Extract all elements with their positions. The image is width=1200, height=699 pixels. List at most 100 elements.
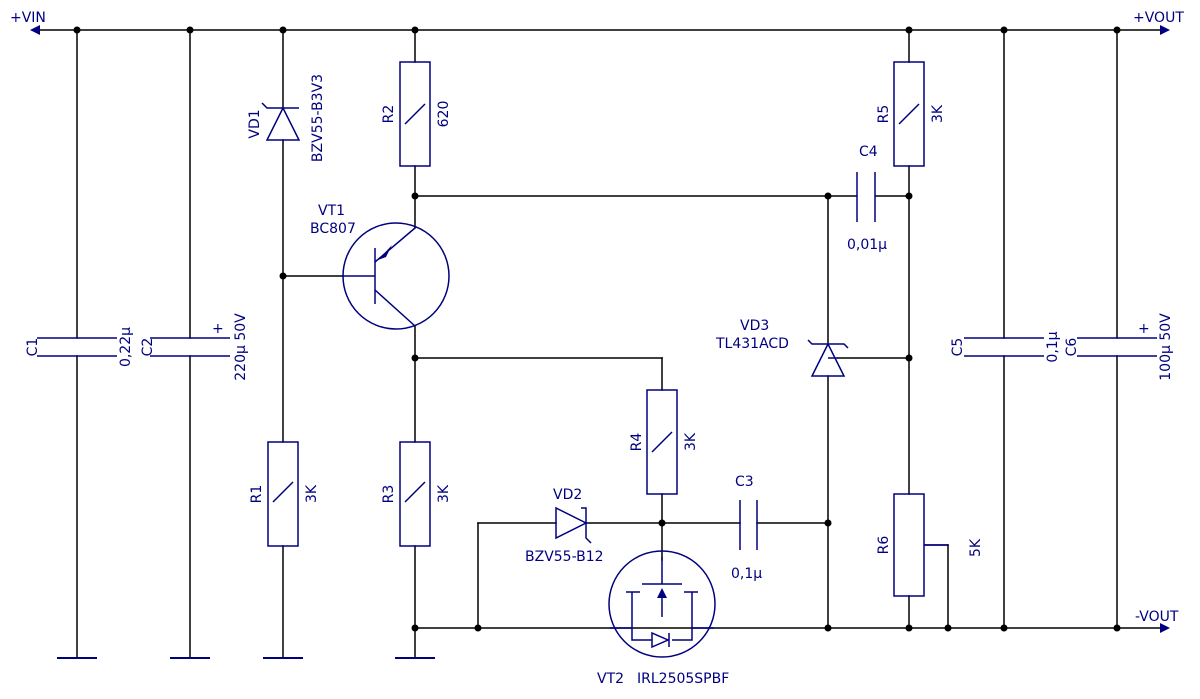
shunt-regulator-vd3: VD3 TL431ACD [715, 318, 849, 377]
resistor-slash-icon [272, 481, 294, 503]
r6-ref: R6 [876, 536, 892, 555]
resistor-r3: R3 3K [381, 441, 452, 547]
zener-bar-icon [261, 102, 299, 109]
junction-dot [411, 624, 419, 632]
zener-vd1: VD1 BZV55-B3V3 [247, 74, 326, 162]
zener-vd2: VD2 BZV55-B12 [525, 487, 604, 565]
capacitor-c1: C1 0,22µ [25, 327, 134, 367]
c3-value: 0,1µ [731, 566, 762, 582]
mosfet-vt2: VT2 IRL2505SPBF [597, 550, 729, 687]
vd1-ref: VD1 [247, 109, 263, 138]
drain-lead [672, 618, 693, 641]
junction-dot [474, 624, 482, 632]
collector-lead [374, 289, 416, 327]
junction-dot [1113, 624, 1121, 632]
vd2-value: BZV55-B12 [525, 549, 604, 565]
vin-port-arrow [30, 25, 40, 35]
c5-value: 0,1µ [1045, 331, 1061, 362]
diode-triangle-icon [555, 506, 588, 540]
vout-label: +VOUT [1133, 10, 1184, 26]
wires [37, 29, 1163, 659]
vt2-ref: VT2 [597, 671, 624, 687]
zener-bar-icon [581, 507, 592, 544]
junction-dot [411, 26, 419, 34]
transistor-vt1: VT1 BC807 [310, 203, 450, 330]
resistor-body [893, 61, 925, 167]
resistor-r5: R5 3K [876, 61, 946, 167]
resistor-r2: R2 620 [381, 61, 452, 167]
r4-value: 3K [683, 432, 699, 451]
r3-value: 3K [436, 484, 452, 503]
resistor-body [267, 441, 299, 547]
resistor-r4: R4 3K [629, 389, 699, 495]
capacitor-c2: + C2 220µ 50V [140, 313, 249, 381]
diode-triangle-icon [265, 106, 301, 141]
channel-arrow-icon [657, 588, 667, 598]
resistor-slash-icon [404, 103, 426, 125]
c4-value: 0,01µ [847, 237, 887, 253]
mosfet-body-icon [608, 550, 716, 658]
r2-ref: R2 [381, 105, 397, 124]
c1-ref: C1 [25, 338, 41, 357]
r2-value: 620 [436, 101, 452, 128]
c6-plus-sign: + [1138, 321, 1150, 337]
junction-dot [279, 26, 287, 34]
diode-triangle-icon [810, 342, 846, 377]
junction-dot [905, 192, 913, 200]
gnd-port-arrow [1160, 623, 1170, 633]
r4-ref: R4 [629, 433, 645, 452]
source-lead [631, 618, 652, 641]
r6-value: 5K [968, 538, 984, 557]
resistor-body [399, 441, 431, 547]
junction-dot [73, 26, 81, 34]
resistor-slash-icon [898, 103, 920, 125]
r5-ref: R5 [876, 105, 892, 124]
junction-dot [905, 26, 913, 34]
capacitor-c6: + C6 100µ 50V [1064, 313, 1174, 381]
junction-dot [1000, 624, 1008, 632]
junction-dot [658, 519, 666, 527]
junction-dot [1113, 26, 1121, 34]
junction-dot [1000, 26, 1008, 34]
resistor-r1: R1 3K [249, 441, 320, 547]
junction-dot [279, 272, 287, 280]
c2-ref: C2 [140, 338, 156, 357]
junction-dot [905, 624, 913, 632]
c6-ref: C6 [1064, 338, 1080, 357]
capacitor-c3: C3 0,1µ [731, 474, 762, 582]
emitter-arrow-icon [378, 245, 392, 260]
capacitor-c5: C5 0,1µ [950, 331, 1061, 362]
r3-ref: R3 [381, 485, 397, 504]
cathode-bar-icon [807, 339, 849, 349]
c6-value: 100µ 50V [1158, 313, 1174, 381]
vt2-value: IRL2505SPBF [637, 671, 729, 687]
junction-dot [824, 192, 832, 200]
vd3-ref: VD3 [740, 318, 769, 334]
junctions [73, 26, 1121, 632]
c2-value: 220µ 50V [233, 313, 249, 381]
junction-dot [944, 624, 952, 632]
vt1-ref: VT1 [318, 203, 345, 219]
junction-dot [411, 192, 419, 200]
vt1-value: BC807 [310, 221, 356, 237]
resistor-body [399, 61, 431, 167]
r1-value: 3K [304, 484, 320, 503]
body-diode-icon [651, 631, 670, 649]
gnd-label: -VOUT [1135, 609, 1179, 625]
junction-dot [824, 624, 832, 632]
vout-port-arrow [1160, 25, 1170, 35]
junction-dot [411, 354, 419, 362]
capacitor-c4: C4 0,01µ [847, 144, 887, 253]
vin-label: +VIN [10, 10, 46, 26]
resistor-slash-icon [651, 431, 673, 453]
junction-dot [824, 519, 832, 527]
junction-dot [186, 26, 194, 34]
c3-ref: C3 [735, 474, 754, 490]
c4-ref: C4 [859, 144, 878, 160]
c1-value: 0,22µ [118, 327, 134, 367]
c2-plus-sign: + [212, 321, 224, 337]
c5-ref: C5 [950, 338, 966, 357]
resistor-slash-icon [404, 481, 426, 503]
